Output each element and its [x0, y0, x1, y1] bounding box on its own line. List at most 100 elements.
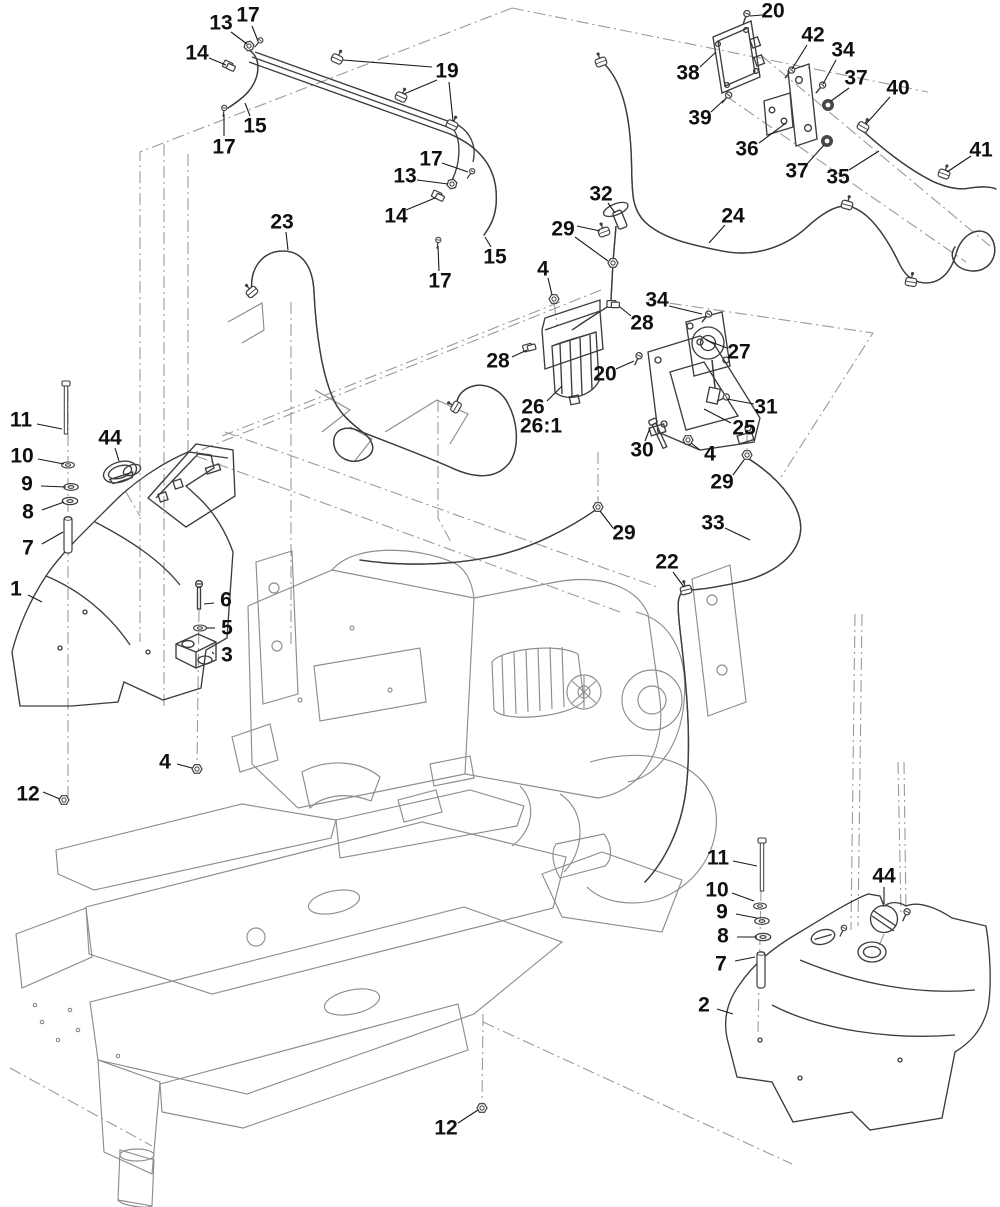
construction-lines — [9, 7, 991, 1165]
callout-15-10: 15 — [483, 236, 507, 269]
fuel-system-parts — [11, 8, 997, 1131]
leader-line — [644, 427, 651, 442]
leader-line — [726, 398, 755, 405]
callout-29-38: 29 — [710, 459, 745, 494]
callout-26-1-32: 26:1 — [520, 415, 562, 438]
fuel-cap-right — [869, 904, 899, 934]
part-number-label: 29 — [551, 218, 574, 241]
part-number-label: 15 — [483, 246, 507, 269]
leader-line — [791, 44, 808, 70]
part-number-label: 5 — [221, 617, 233, 640]
callout-12-53: 12 — [16, 783, 61, 806]
part-number-label: 17 — [212, 136, 235, 159]
callout-32-23: 32 — [589, 183, 616, 214]
leader-line — [734, 956, 756, 962]
leader-line — [437, 245, 440, 272]
frame-cross-plate — [85, 821, 567, 995]
callout-17-7: 17 — [419, 148, 469, 173]
callout-27-33: 27 — [705, 339, 751, 364]
leader-line — [731, 892, 755, 902]
part-number-label: 26:1 — [520, 415, 562, 438]
callout-2-60: 2 — [698, 994, 734, 1017]
callout-9-56: 9 — [716, 901, 758, 924]
flywheel-housing — [627, 611, 686, 783]
leader-line — [724, 527, 751, 541]
callout-42-14: 42 — [791, 24, 825, 70]
part-number-label: 3 — [221, 644, 233, 667]
callout-34-27: 34 — [645, 289, 703, 315]
part-number-label: 28 — [630, 312, 654, 335]
leader-line — [211, 651, 215, 655]
leader-line — [457, 1109, 479, 1124]
leader-line — [251, 25, 259, 42]
leader-line — [615, 360, 635, 370]
leader-line — [699, 51, 717, 68]
leader-line — [176, 763, 193, 769]
tee-fitting — [602, 201, 629, 230]
leader-line — [203, 602, 215, 605]
part-number-label: 37 — [844, 67, 867, 90]
callout-40-17: 40 — [865, 77, 910, 125]
leader-line — [574, 236, 609, 262]
leader-line — [342, 59, 433, 68]
callout-12-61: 12 — [434, 1109, 479, 1140]
bolt-30 — [648, 417, 668, 450]
part-number-label: 14 — [384, 205, 408, 228]
leader-line — [830, 87, 850, 102]
part-number-label: 17 — [428, 270, 451, 293]
part-number-label: 13 — [393, 165, 416, 188]
leader-line — [441, 162, 469, 173]
part-number-label: 4 — [159, 751, 171, 774]
callout-7-46: 7 — [22, 531, 64, 560]
callout-24-25: 24 — [708, 205, 745, 244]
leader-line — [607, 202, 616, 214]
leader-line — [547, 277, 553, 296]
part-number-label: 26 — [521, 396, 544, 419]
leader-line — [668, 305, 703, 315]
leader-line — [36, 423, 63, 430]
callout-17-1: 17 — [236, 4, 260, 42]
leader-line — [710, 99, 725, 113]
part-number-label: 14 — [185, 42, 209, 65]
part-number-label: 20 — [593, 363, 616, 386]
callout-13-0: 13 — [209, 12, 248, 45]
leader-line — [285, 231, 289, 251]
part-number-label: 44 — [98, 427, 122, 450]
callout-25-35: 25 — [703, 408, 756, 440]
filter-drain — [568, 394, 581, 406]
callout-34-15: 34 — [822, 39, 855, 85]
part-number-label: 19 — [435, 60, 458, 83]
leader-line — [230, 31, 248, 45]
right-fuel-tank — [724, 893, 991, 1131]
part-number-label: 11 — [707, 847, 730, 870]
leader-line — [619, 306, 632, 317]
rubber-mount — [175, 633, 217, 669]
steel-fuel-line — [254, 51, 457, 125]
callout-37-20: 37 — [785, 144, 825, 183]
callout-20-12: 20 — [749, 0, 785, 23]
heat-shield — [147, 443, 236, 528]
callout-31-34: 31 — [726, 396, 778, 419]
right-channel — [691, 564, 747, 717]
part-number-label: 41 — [969, 139, 993, 162]
leader-line — [41, 501, 65, 511]
leader-line — [42, 791, 61, 800]
part-number-label: 15 — [243, 115, 267, 138]
pump-connector — [705, 386, 722, 405]
callout-13-8: 13 — [393, 165, 449, 188]
callout-11-42: 11 — [10, 409, 63, 432]
leader-line — [244, 102, 251, 117]
callout-41-22: 41 — [946, 139, 993, 173]
leader-line — [208, 57, 227, 66]
leader-line — [546, 385, 563, 402]
callout-17-5: 17 — [212, 114, 236, 159]
leader-line — [40, 485, 67, 488]
callout-17-11: 17 — [428, 245, 452, 293]
left-fuel-tank — [11, 451, 234, 707]
leader-line — [732, 860, 758, 867]
callout-28-28: 28 — [619, 306, 654, 335]
part-number-label: 10 — [705, 879, 728, 902]
frame-hoop — [586, 754, 717, 904]
callout-26-31: 26 — [521, 385, 563, 419]
